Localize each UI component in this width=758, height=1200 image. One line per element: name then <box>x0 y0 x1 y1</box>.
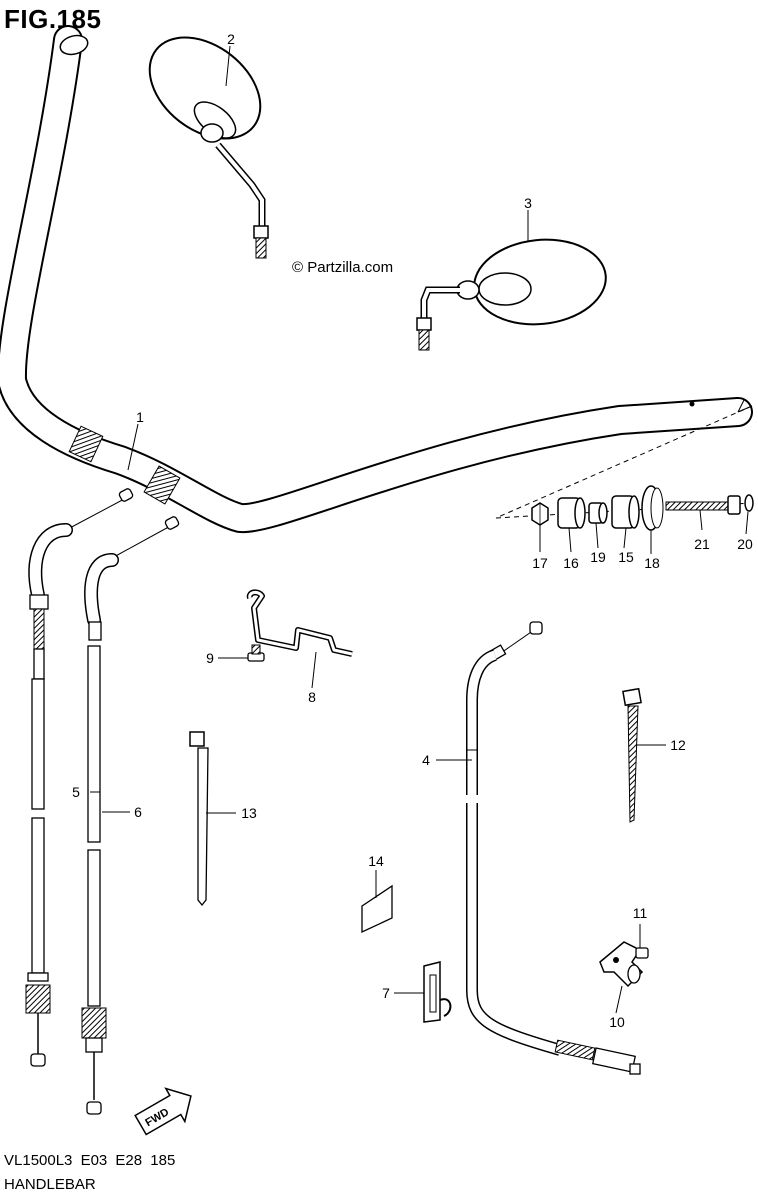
callout-6[interactable]: 6 <box>134 804 142 820</box>
clamp-7[interactable] <box>423 961 452 1023</box>
callout-9[interactable]: 9 <box>206 650 214 666</box>
callout-5[interactable]: 5 <box>72 784 80 800</box>
callout-13[interactable]: 13 <box>241 805 257 821</box>
model-code: VL1500L3 E03 E28 185 <box>4 1152 176 1169</box>
callout-14[interactable]: 14 <box>368 853 384 869</box>
callout-4[interactable]: 4 <box>422 752 430 768</box>
clamp-8[interactable] <box>246 589 353 657</box>
callout-numbers: 1 2 3 4 5 6 7 8 9 10 11 12 13 14 15 16 1… <box>72 31 753 1030</box>
callout-11[interactable]: 11 <box>633 905 648 921</box>
callout-3[interactable]: 3 <box>524 195 532 211</box>
clutch-cable-4[interactable] <box>466 621 641 1075</box>
callout-10[interactable]: 10 <box>609 1014 625 1030</box>
washer-18[interactable] <box>641 485 664 531</box>
callout-leaders <box>90 45 749 1014</box>
throttle-cable-6[interactable] <box>81 516 180 1115</box>
cable-tie-12[interactable] <box>622 687 642 823</box>
callout-21[interactable]: 21 <box>694 536 710 552</box>
washer-20[interactable] <box>744 494 754 512</box>
callout-2[interactable]: 2 <box>227 31 235 47</box>
label-14[interactable] <box>361 884 393 934</box>
cushion-15[interactable] <box>611 495 640 529</box>
callout-19[interactable]: 19 <box>590 549 606 565</box>
spacer-19[interactable] <box>588 502 608 524</box>
throttle-cable-5[interactable] <box>25 488 134 1067</box>
callout-7[interactable]: 7 <box>382 985 390 1001</box>
mirror-right[interactable] <box>416 233 610 351</box>
bracket-10[interactable] <box>599 941 644 988</box>
callout-8[interactable]: 8 <box>308 689 316 705</box>
callout-20[interactable]: 20 <box>737 536 753 552</box>
figure-title: FIG.185 <box>4 4 102 34</box>
callout-16[interactable]: 16 <box>563 555 579 571</box>
watermark: © Partzilla.com <box>292 259 394 276</box>
mirror-left[interactable] <box>130 17 279 259</box>
bolt-11[interactable] <box>635 947 649 959</box>
nut-17[interactable] <box>531 502 549 526</box>
callout-18[interactable]: 18 <box>644 555 660 571</box>
callout-1[interactable]: 1 <box>136 409 144 425</box>
handlebar[interactable] <box>0 25 753 534</box>
callout-17[interactable]: 17 <box>532 555 548 571</box>
callout-12[interactable]: 12 <box>670 737 686 753</box>
cable-tie-13[interactable] <box>189 731 209 907</box>
fwd-arrow-icon: FWD <box>134 1087 192 1136</box>
diagram-name: HANDLEBAR <box>4 1176 96 1193</box>
bolt-21[interactable] <box>665 495 741 515</box>
cushion-16[interactable] <box>557 497 586 529</box>
callout-15[interactable]: 15 <box>618 549 634 565</box>
screw-9[interactable] <box>247 644 265 662</box>
